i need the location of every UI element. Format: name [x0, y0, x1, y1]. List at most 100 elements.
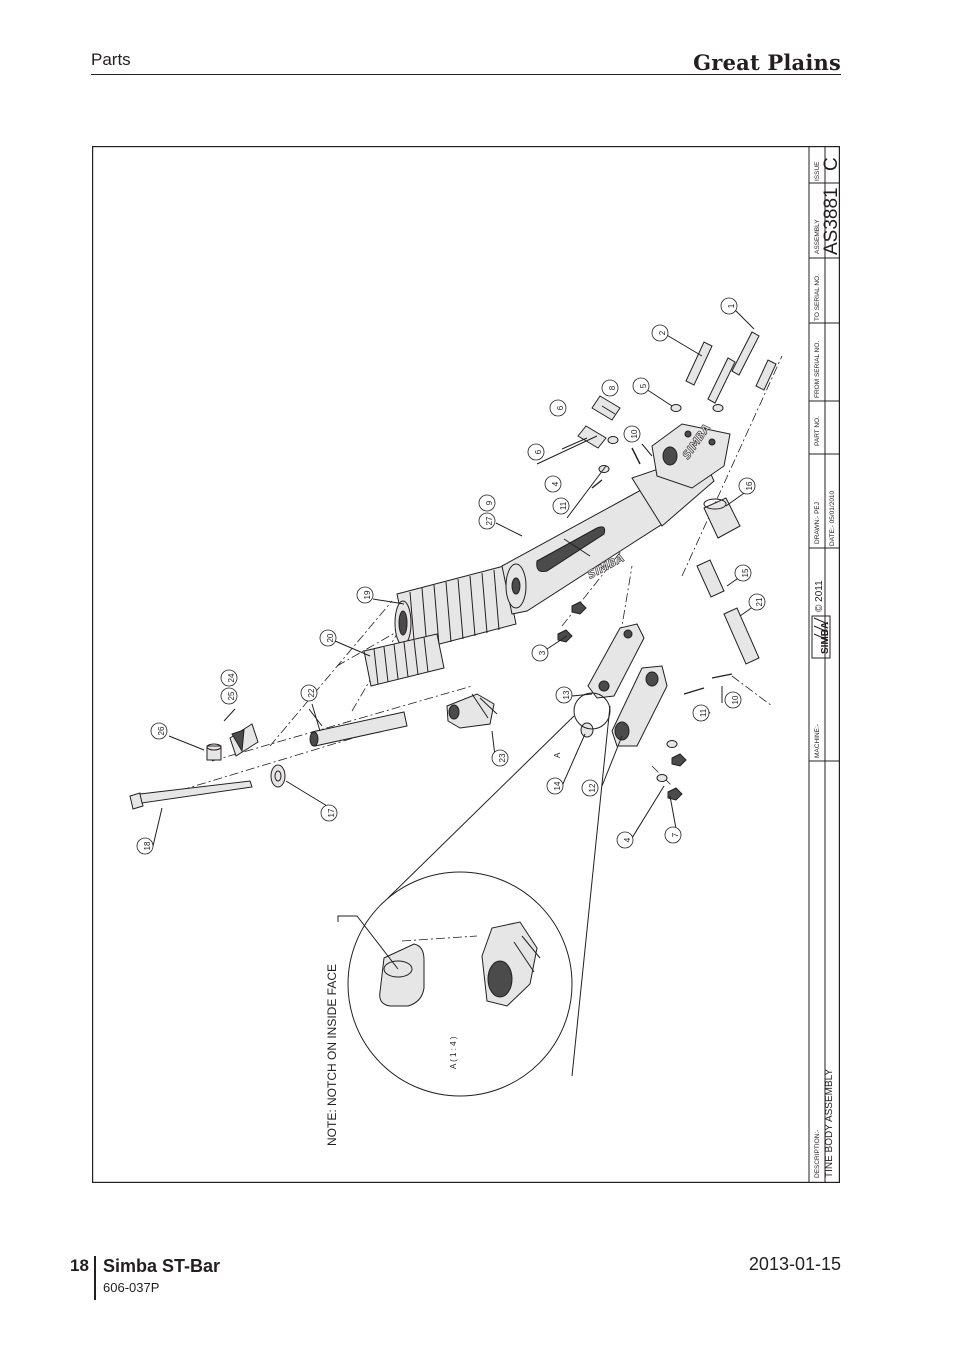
svg-text:12: 12	[588, 783, 597, 792]
callout: 4	[544, 475, 562, 493]
callout: 1	[720, 297, 738, 315]
detail-ref: A	[553, 752, 562, 758]
header-rule	[91, 74, 841, 75]
svg-text:8: 8	[608, 385, 617, 390]
callout: 24	[220, 669, 238, 687]
svg-text:22: 22	[307, 688, 316, 697]
svg-text:3: 3	[538, 650, 547, 655]
svg-text:21: 21	[755, 597, 764, 606]
svg-text:10: 10	[630, 429, 639, 438]
description-label: DESCRIPTION:-	[814, 1130, 821, 1178]
bolt-18	[129, 780, 253, 810]
svg-text:17: 17	[327, 808, 336, 817]
spring-20	[363, 633, 445, 687]
footer-divider	[94, 1256, 96, 1300]
callout: 10	[623, 425, 641, 443]
svg-text:4: 4	[551, 481, 560, 486]
svg-text:11: 11	[559, 501, 568, 510]
callout: 25	[220, 687, 238, 705]
drawing-date: DATE:- 05/01/2010	[829, 490, 836, 546]
callout: 23	[491, 749, 509, 767]
spring-19	[394, 565, 517, 653]
drawing-frame	[92, 146, 840, 1183]
part-no-label: PART NO.	[814, 416, 821, 446]
issue-label: ISSUE	[814, 161, 821, 181]
description-value: TINE BODY ASSEMBLY	[824, 1069, 835, 1178]
detail-label: A ( 1 : 4 )	[449, 1036, 458, 1069]
callout: 8	[601, 379, 619, 397]
callout: 9	[478, 494, 496, 512]
callout: 18	[136, 837, 154, 855]
bolts-1-2	[685, 331, 777, 404]
callout: 26	[150, 722, 168, 740]
bracket-23	[446, 693, 498, 729]
svg-text:24: 24	[227, 673, 236, 682]
pivot-bracket	[229, 723, 259, 757]
callout: 20	[319, 629, 337, 647]
footer-title: Simba ST-Bar	[103, 1256, 221, 1276]
machine-label: MACHINE:-	[814, 724, 821, 758]
svg-text:7: 7	[671, 832, 680, 837]
svg-text:6: 6	[556, 405, 565, 410]
callout: 5	[632, 377, 650, 395]
from-serial-label: FROM SERIAL NO.	[814, 341, 821, 398]
callout: 4	[616, 831, 634, 849]
svg-text:4: 4	[623, 837, 632, 842]
washer-17	[270, 764, 286, 788]
footer-date: 2013-01-15	[748, 1254, 841, 1274]
svg-text:15: 15	[741, 568, 750, 577]
bush-26	[206, 743, 222, 761]
washers-nuts	[557, 404, 724, 801]
svg-text:2: 2	[658, 330, 667, 335]
svg-text:1: 1	[727, 303, 736, 308]
callout: 10	[724, 691, 742, 709]
svg-text:14: 14	[553, 781, 562, 790]
issue-value: C	[821, 157, 840, 171]
callout: 14	[546, 777, 564, 795]
tube-22	[309, 711, 408, 747]
callout: 2	[651, 324, 669, 342]
callout: 17	[320, 804, 338, 822]
callout: 11	[692, 704, 710, 722]
callout: 21	[748, 593, 766, 611]
callout: 15	[734, 564, 752, 582]
title-block: ISSUE C ASSEMBLY AS3881 TO SERIAL NO. FR…	[808, 146, 840, 1183]
assembly-number: AS3881	[821, 187, 840, 255]
svg-text:16: 16	[745, 481, 754, 490]
header-section: Parts	[91, 50, 131, 69]
top-clamp: SIMBA	[651, 421, 731, 489]
svg-text:11: 11	[699, 708, 708, 717]
svg-text:9: 9	[485, 500, 494, 505]
callout: 13	[555, 686, 573, 704]
brand-logo: Great Plains	[693, 50, 841, 75]
callout: 6	[549, 399, 567, 417]
svg-text:20: 20	[326, 633, 335, 642]
footer-code: 606-037P	[103, 1280, 160, 1295]
callouts: 1 2 5 8 6 10 6 4 11 9 27 16 15 21 19 20 …	[136, 297, 766, 855]
svg-text:23: 23	[498, 753, 507, 762]
callout: 11	[552, 497, 570, 515]
leg-bracket	[580, 623, 668, 747]
parts-drawing: .ln { stroke: #231f20; fill: none; strok…	[92, 146, 840, 1183]
callout: 6	[527, 443, 545, 461]
logo-text: SIMBA	[820, 622, 831, 654]
svg-text:13: 13	[562, 690, 571, 699]
to-serial-label: TO SERIAL NO.	[814, 274, 821, 321]
svg-text:25: 25	[227, 691, 236, 700]
drawing-note: NOTE: NOTCH ON INSIDE FACE	[325, 964, 339, 1146]
simba-logo: SIMBA	[811, 615, 831, 659]
footer-page-number: 18	[70, 1256, 89, 1275]
copyright: © 2011	[814, 580, 825, 612]
callout: 7	[664, 826, 682, 844]
svg-text:18: 18	[143, 841, 152, 850]
bushes	[696, 497, 760, 665]
drawn-by: DRAWN:- PEJ	[814, 502, 821, 544]
callout: 19	[356, 586, 374, 604]
leader-lines	[152, 308, 758, 847]
svg-text:27: 27	[485, 516, 494, 525]
callout: 16	[738, 477, 756, 495]
callout: 22	[300, 684, 318, 702]
detail-view	[337, 692, 611, 1097]
svg-text:5: 5	[639, 383, 648, 388]
callout: 27	[478, 512, 496, 530]
